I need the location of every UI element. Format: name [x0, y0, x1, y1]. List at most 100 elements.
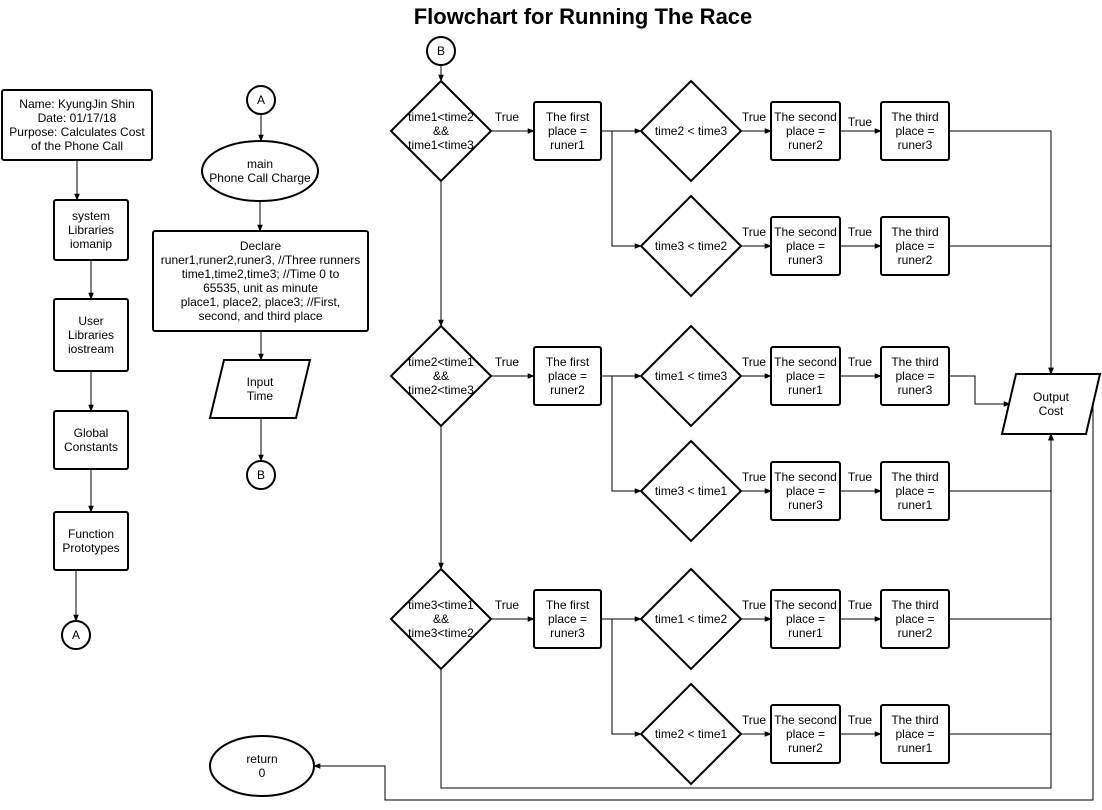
decision-diamond — [639, 567, 743, 671]
node-text: 65535, unit as minute — [203, 281, 318, 295]
edge-label-true: True — [848, 225, 873, 239]
decision-diamond — [639, 324, 743, 428]
node-text: main — [247, 157, 273, 171]
node-text: time1 < time2 — [655, 612, 728, 626]
node-text: The third — [891, 110, 938, 124]
node-text: The second — [774, 713, 837, 727]
declare-box — [152, 230, 369, 332]
node-text: Time — [247, 389, 274, 403]
node-text: runer2 — [898, 253, 933, 267]
node-text: runer1 — [898, 741, 933, 755]
node-text: system — [72, 209, 110, 223]
node-text: The third — [891, 355, 938, 369]
node-text: of the Phone Call — [31, 139, 123, 153]
edge-40 — [313, 404, 1094, 801]
t11-box — [880, 101, 950, 161]
header-box — [1, 89, 153, 161]
edge-label-true: True — [495, 598, 520, 612]
node-text: place = — [895, 727, 934, 741]
node-text: place = — [895, 124, 934, 138]
node-text: && — [433, 369, 449, 383]
edge-18 — [611, 376, 642, 494]
node-text: time1 < time3 — [655, 369, 728, 383]
edge-label-true: True — [742, 713, 767, 727]
t12-box — [880, 216, 950, 276]
decision-diamond — [389, 324, 493, 428]
node-text: The second — [774, 470, 837, 484]
edge-label-true: True — [742, 355, 767, 369]
node-text: runer1 — [550, 138, 585, 152]
edge-36 — [949, 433, 1054, 492]
node-text: A — [72, 628, 80, 642]
node-text: time1,time2,time3; //Time 0 to — [182, 267, 340, 281]
node-text: second, and third place — [198, 309, 322, 323]
node-conn-b1: B — [246, 460, 276, 490]
sys-libs-box — [53, 199, 129, 261]
edge-37 — [949, 433, 1054, 620]
f1-box — [533, 101, 602, 161]
decision-diamond — [639, 79, 743, 183]
connector-circle — [426, 36, 456, 66]
node-text: time3 < time1 — [655, 484, 728, 498]
node-text: iomanip — [70, 237, 112, 251]
node-text: place = — [895, 239, 934, 253]
node-text: time2<time1 — [408, 355, 474, 369]
node-text: Input — [247, 375, 274, 389]
f2-box — [533, 346, 602, 406]
edge-label-true: True — [495, 110, 520, 124]
diagram-title: Flowchart for Running The Race — [413, 4, 753, 29]
node-d2: time2<time1&&time2<time3 — [389, 324, 493, 428]
node-text: The second — [774, 225, 837, 239]
node-text: Purpose: Calculates Cost — [9, 125, 145, 139]
node-text: time1<time2 — [408, 110, 474, 124]
s32-box — [770, 704, 841, 764]
node-text: B — [437, 44, 445, 58]
node-text: The third — [891, 470, 938, 484]
node-text: iostream — [68, 342, 114, 356]
node-text: time3 < time2 — [655, 239, 728, 253]
node-text: The third — [891, 598, 938, 612]
node-text: B — [257, 468, 265, 482]
global-const-box — [53, 410, 129, 470]
node-text: The first — [546, 110, 590, 124]
node-conn-a2: A — [246, 85, 276, 115]
t31-box — [880, 589, 950, 649]
user-libs-box — [53, 298, 129, 372]
edge-34 — [949, 245, 1054, 375]
node-text: The second — [774, 110, 837, 124]
node-text: return — [246, 752, 277, 766]
edge-35 — [949, 375, 1011, 407]
edge-label-true: True — [742, 110, 767, 124]
node-text: && — [433, 612, 449, 626]
edge-label-true: True — [848, 355, 873, 369]
node-d22: time3 < time1 — [639, 439, 743, 543]
node-d11: time2 < time3 — [639, 79, 743, 183]
node-text: runer2 — [788, 741, 823, 755]
node-text: time2 < time3 — [655, 124, 728, 138]
node-text: place = — [786, 727, 825, 741]
node-text: Cost — [1039, 404, 1064, 418]
node-d1: time1<time2&&time1<time3 — [389, 79, 493, 183]
node-text: place = — [786, 484, 825, 498]
terminal-ellipse — [201, 140, 319, 202]
node-text: runer1,runer2,runer3, //Three runners — [161, 253, 360, 267]
